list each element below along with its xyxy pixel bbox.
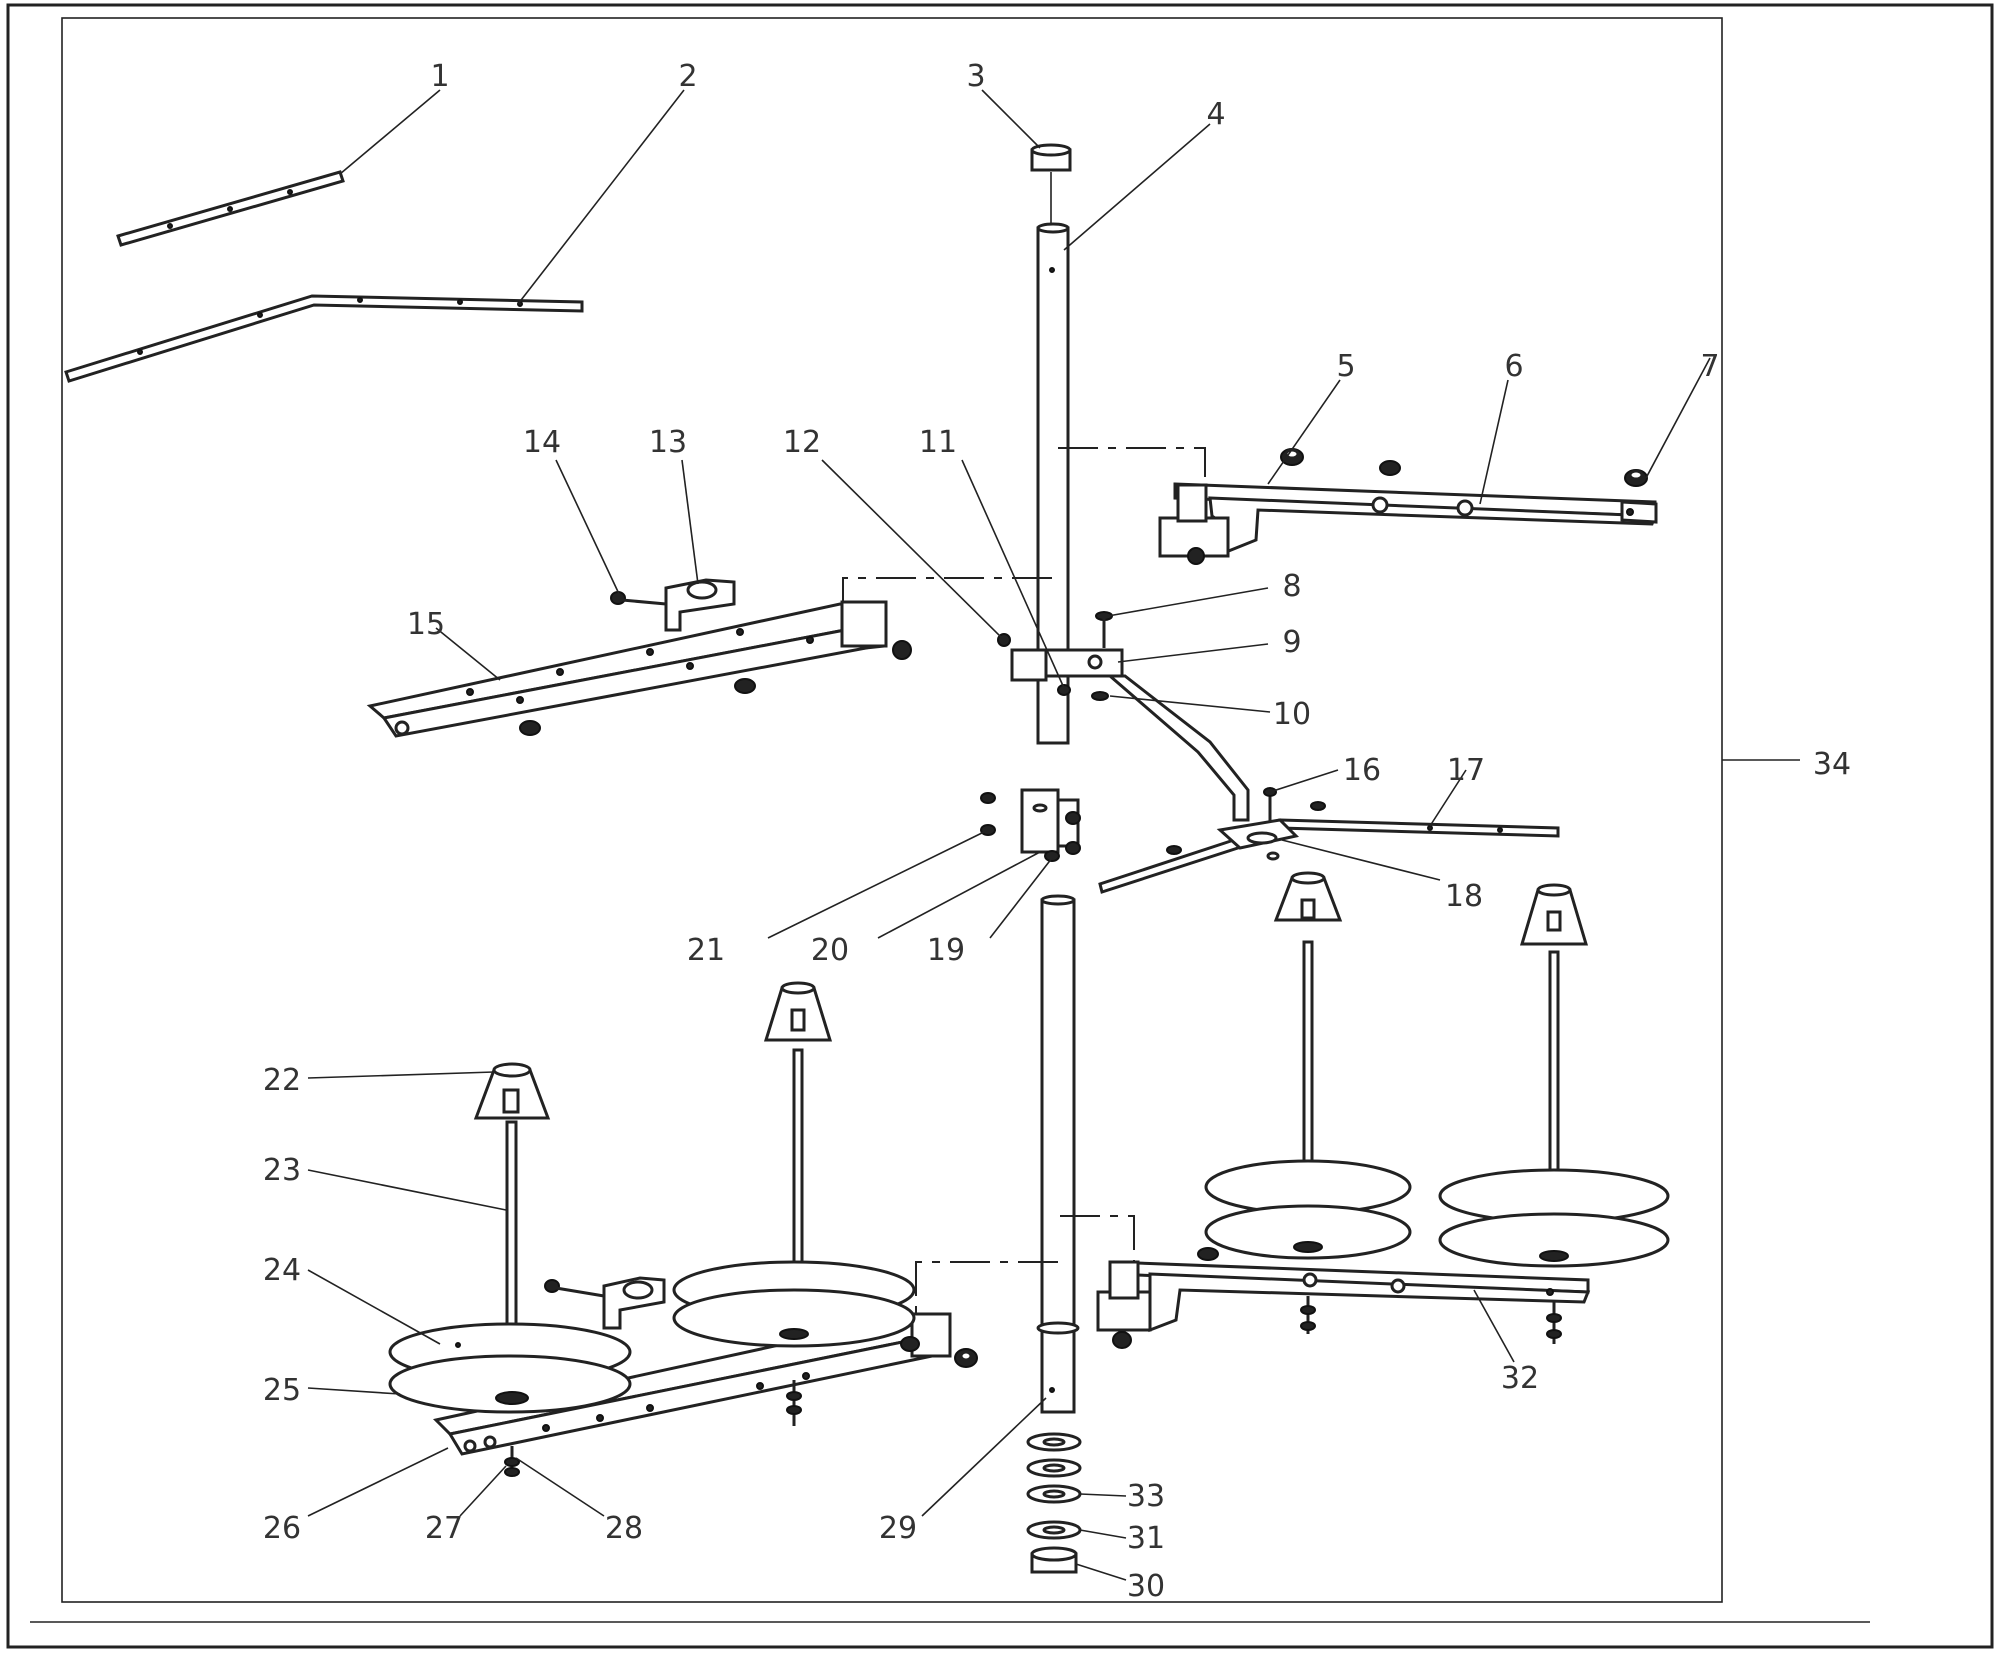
label-part-23: 23	[263, 1153, 301, 1188]
inner-frame	[61, 17, 1723, 1603]
part-13-clamp	[664, 578, 736, 632]
centerline-upper-right	[1058, 447, 1206, 488]
part-11-screw	[1057, 684, 1071, 696]
label-part-16: 16	[1343, 753, 1381, 788]
part-3-top-cap	[1030, 143, 1072, 224]
label-part-4: 4	[1206, 97, 1225, 132]
label-part-26: 26	[263, 1511, 301, 1546]
part-27-28-bolt-nut	[504, 1446, 520, 1477]
label-part-2: 2	[678, 59, 697, 94]
part-22-cone	[473, 1062, 551, 1120]
label-part-32: 32	[1501, 1361, 1539, 1396]
label-part-30: 30	[1127, 1569, 1165, 1604]
part-17-thread-guide-rod	[1098, 818, 1560, 894]
label-part-34: 34	[1813, 747, 1851, 782]
right-spindle-a	[1204, 871, 1412, 1334]
label-part-10: 10	[1273, 697, 1311, 732]
label-part-21: 21	[687, 933, 725, 968]
left-spindle-b	[672, 981, 916, 1426]
label-part-22: 22	[263, 1063, 301, 1098]
label-part-9: 9	[1282, 625, 1301, 660]
label-part-5: 5	[1336, 349, 1355, 384]
part-7-knob	[1624, 469, 1648, 487]
label-part-20: 20	[811, 933, 849, 968]
part-6-upper-right-arm	[1158, 482, 1658, 565]
label-part-29: 29	[879, 1511, 917, 1546]
part-18-star-bracket	[1166, 801, 1326, 861]
part-29-lower-pole	[1036, 894, 1080, 1414]
part-23-spindle-rod	[505, 1120, 518, 1352]
label-part-13: 13	[649, 425, 687, 460]
part-9-clamp-block	[1010, 648, 1124, 682]
label-part-28: 28	[605, 1511, 643, 1546]
left-lower-clamp	[544, 1276, 666, 1330]
label-part-1: 1	[430, 59, 449, 94]
label-part-11: 11	[919, 425, 957, 460]
centerline-lower-left	[915, 1261, 1058, 1320]
part-labels: 1 2 3 4 5 6 7 8 9 10 11 12 13 14 15 16 1…	[263, 59, 1851, 1604]
label-part-8: 8	[1282, 569, 1301, 604]
part-32-lower-right-arm	[1096, 1247, 1591, 1349]
label-part-12: 12	[783, 425, 821, 460]
part-30-nut	[1030, 1546, 1078, 1574]
outer-frame	[6, 3, 1994, 1649]
leader-lines	[307, 89, 1800, 1581]
label-part-31: 31	[1127, 1521, 1165, 1556]
label-part-17: 17	[1447, 753, 1485, 788]
part-8-screw	[1095, 611, 1113, 648]
part-25-lower-disc	[388, 1354, 632, 1414]
part-31-washer	[1026, 1520, 1082, 1540]
part-2-bent-rod	[64, 294, 584, 383]
part-33-washers	[1026, 1432, 1082, 1504]
part-20-coupler	[1020, 788, 1081, 855]
part-15-left-arm	[366, 600, 912, 738]
label-part-24: 24	[263, 1253, 301, 1288]
part-1-short-rod	[116, 170, 345, 247]
label-part-19: 19	[927, 933, 965, 968]
label-part-6: 6	[1504, 349, 1523, 384]
label-part-27: 27	[425, 1511, 463, 1546]
label-part-3: 3	[966, 59, 985, 94]
right-spindle-b	[1438, 883, 1670, 1344]
label-part-14: 14	[523, 425, 561, 460]
centerline-left-mid	[842, 577, 1052, 605]
part-10-bent-bracket	[1091, 674, 1250, 822]
label-part-25: 25	[263, 1373, 301, 1408]
part-19-bolt	[1044, 850, 1060, 862]
label-part-7: 7	[1700, 349, 1719, 384]
label-part-15: 15	[407, 607, 445, 642]
part-21-screws	[980, 792, 996, 836]
label-part-18: 18	[1445, 879, 1483, 914]
label-part-33: 33	[1127, 1479, 1165, 1514]
part-5-knob	[1280, 448, 1401, 476]
centerline-lower-right	[1060, 1215, 1135, 1262]
